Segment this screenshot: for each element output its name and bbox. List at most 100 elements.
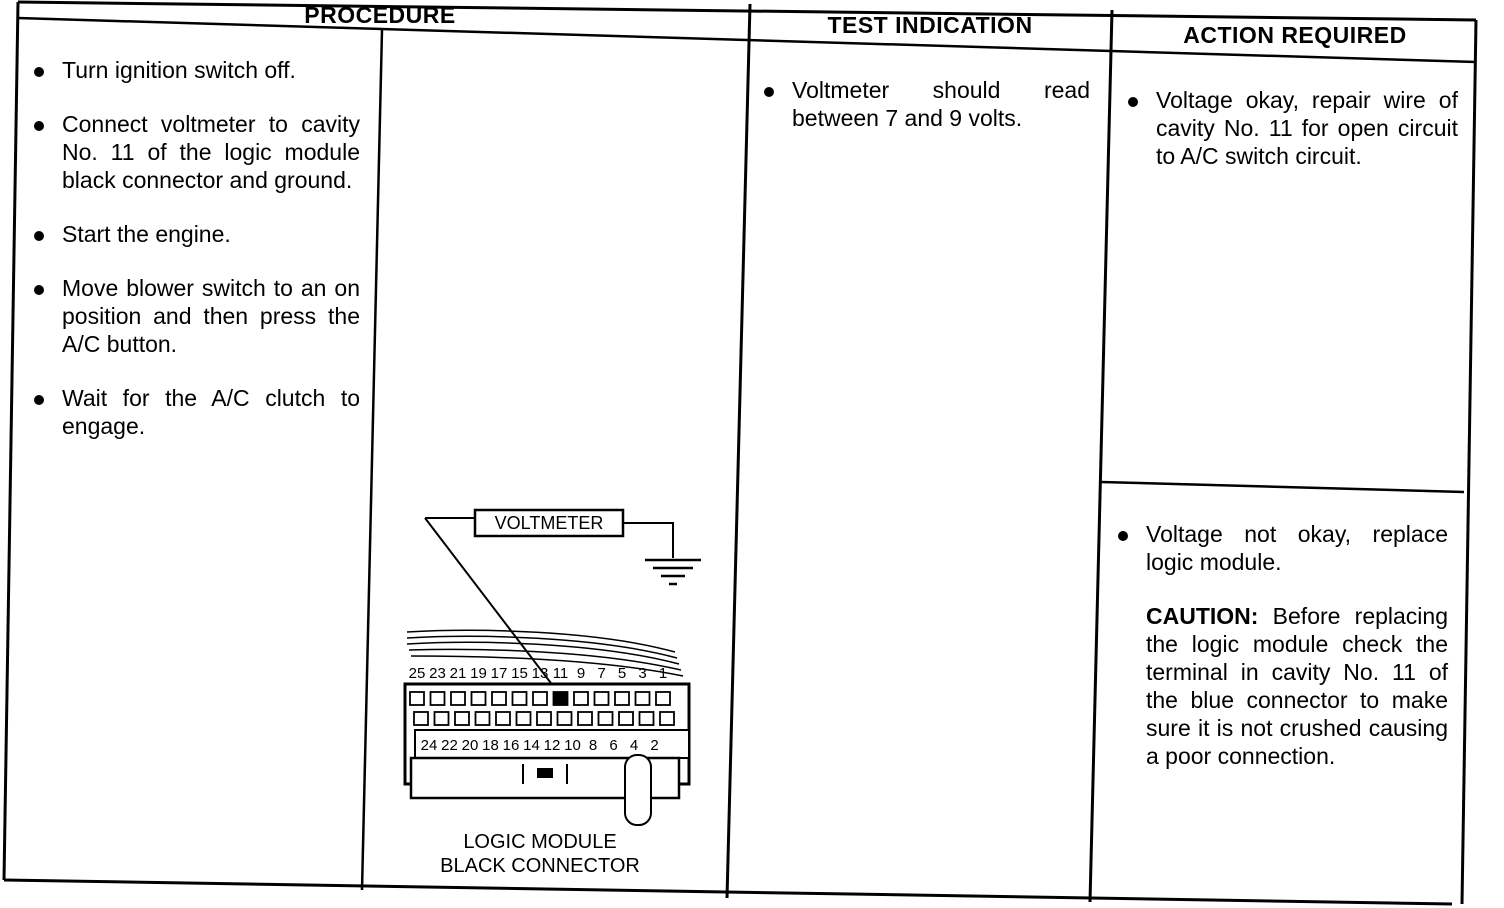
bottom-pin-strip xyxy=(414,729,690,759)
cavity-11 xyxy=(552,691,569,706)
voltmeter-label: VOLTMETER xyxy=(495,513,604,533)
action-ok-item: Voltage okay, repair wire of cavity No. … xyxy=(1124,86,1458,170)
cavity-3 xyxy=(634,691,651,706)
procedure-column: Turn ignition switch off. Connect voltme… xyxy=(30,56,360,466)
pin-number-7: 7 xyxy=(597,665,605,682)
pin-number-13: 13 xyxy=(532,665,549,682)
pin-number-10: 10 xyxy=(564,737,581,754)
bullet-icon xyxy=(34,121,44,131)
caution-text: Before replacing the logic module check … xyxy=(1146,603,1448,769)
header-procedure: PROCEDURE xyxy=(304,2,456,28)
ground-icon xyxy=(645,558,701,586)
probe-lead-wire xyxy=(424,517,561,696)
pin-number-17: 17 xyxy=(491,665,508,682)
cavity-lower xyxy=(536,711,552,726)
caption-line-1: LOGIC MODULE xyxy=(463,831,617,853)
pin-number-3: 3 xyxy=(638,665,646,682)
pin-number-12: 12 xyxy=(544,737,561,754)
cavity-lower xyxy=(433,711,450,726)
cavity-17 xyxy=(491,691,507,706)
action-ok-column: Voltage okay, repair wire of cavity No. … xyxy=(1124,86,1458,196)
pin-number-15: 15 xyxy=(511,665,528,682)
cavity-lower xyxy=(638,711,655,726)
caution-label: CAUTION: xyxy=(1146,603,1259,629)
cavity-lower xyxy=(659,711,675,726)
cavity-lower xyxy=(556,711,573,726)
test-indication-text: Voltmeter should read between 7 and 9 vo… xyxy=(792,77,1090,131)
pin-number-16: 16 xyxy=(503,737,520,754)
pin-number-1: 1 xyxy=(659,665,667,682)
cavity-lower xyxy=(577,711,593,726)
locking-tab xyxy=(537,768,553,778)
cavity-lower xyxy=(413,711,429,726)
procedure-step: Connect voltmeter to cavity No. 11 of th… xyxy=(30,110,360,194)
middle-cavity-row xyxy=(413,711,675,726)
header-action-required: ACTION REQUIRED xyxy=(1183,22,1407,48)
cavity-13 xyxy=(532,691,548,706)
pin-number-2: 2 xyxy=(650,737,658,754)
pin-number-9: 9 xyxy=(577,665,585,682)
pin-number-19: 19 xyxy=(470,665,487,682)
bullet-icon xyxy=(34,285,44,295)
test-indication-column: Voltmeter should read between 7 and 9 vo… xyxy=(760,76,1090,158)
pin-number-14: 14 xyxy=(523,737,540,754)
pin-number-5: 5 xyxy=(618,665,626,682)
wire-bundle xyxy=(406,629,684,677)
pin-number-6: 6 xyxy=(609,737,617,754)
procedure-step-text: Move blower switch to an on position and… xyxy=(62,275,360,357)
pin-number-21: 21 xyxy=(450,665,467,682)
bullet-icon xyxy=(34,231,44,241)
cavity-21 xyxy=(450,691,466,706)
test-indication-item: Voltmeter should read between 7 and 9 vo… xyxy=(760,76,1090,132)
cavity-7 xyxy=(593,691,610,706)
cavity-lower xyxy=(515,711,532,726)
pin-number-25: 25 xyxy=(409,665,426,682)
cavity-lower xyxy=(454,711,470,726)
bullet-icon xyxy=(1128,97,1138,107)
action-ok-text: Voltage okay, repair wire of cavity No. … xyxy=(1156,87,1458,169)
procedure-step-text: Start the engine. xyxy=(62,221,231,247)
pin-number-22: 22 xyxy=(441,737,458,754)
cavity-23 xyxy=(429,691,446,706)
cavity-lower xyxy=(495,711,511,726)
bullet-icon xyxy=(1118,531,1128,541)
cavity-15 xyxy=(511,691,528,706)
cavity-25 xyxy=(409,691,425,706)
pin-number-24: 24 xyxy=(421,737,438,754)
pin-number-4: 4 xyxy=(630,737,638,754)
procedure-step: Wait for the A/C clutch to engage. xyxy=(30,384,360,440)
caption-line-2: BLACK CONNECTOR xyxy=(440,855,640,877)
diagram-caption: LOGIC MODULE BLACK CONNECTOR xyxy=(395,830,685,878)
procedure-step-text: Turn ignition switch off. xyxy=(62,57,296,83)
bullet-icon xyxy=(34,67,44,77)
side-latch xyxy=(624,754,652,826)
procedure-step-text: Wait for the A/C clutch to engage. xyxy=(62,385,360,439)
cavity-1 xyxy=(655,691,671,706)
cavity-5 xyxy=(614,691,630,706)
cavity-lower xyxy=(618,711,634,726)
bullet-icon xyxy=(34,395,44,405)
bullet-icon xyxy=(764,87,774,97)
pin-number-20: 20 xyxy=(462,737,479,754)
caution-note: CAUTION: Before replacing the logic modu… xyxy=(1146,602,1448,770)
pin-number-8: 8 xyxy=(589,737,597,754)
procedure-step-text: Connect voltmeter to cavity No. 11 of th… xyxy=(62,111,360,193)
procedure-step: Start the engine. xyxy=(30,220,360,248)
cavity-lower xyxy=(474,711,491,726)
header-test-indication: TEST INDICATION xyxy=(827,12,1033,38)
procedure-step: Move blower switch to an on position and… xyxy=(30,274,360,358)
action-not-ok-column: Voltage not okay, replace logic module. … xyxy=(1114,520,1448,770)
action-not-ok-text: Voltage not okay, replace logic module. xyxy=(1146,521,1448,575)
pin-number-18: 18 xyxy=(482,737,499,754)
cavity-19 xyxy=(470,691,487,706)
pin-number-11: 11 xyxy=(553,665,569,682)
procedure-step: Turn ignition switch off. xyxy=(30,56,360,84)
ground-lead-wire xyxy=(623,522,674,558)
action-not-ok-item: Voltage not okay, replace logic module. xyxy=(1114,520,1448,576)
top-cavity-row xyxy=(409,691,671,706)
